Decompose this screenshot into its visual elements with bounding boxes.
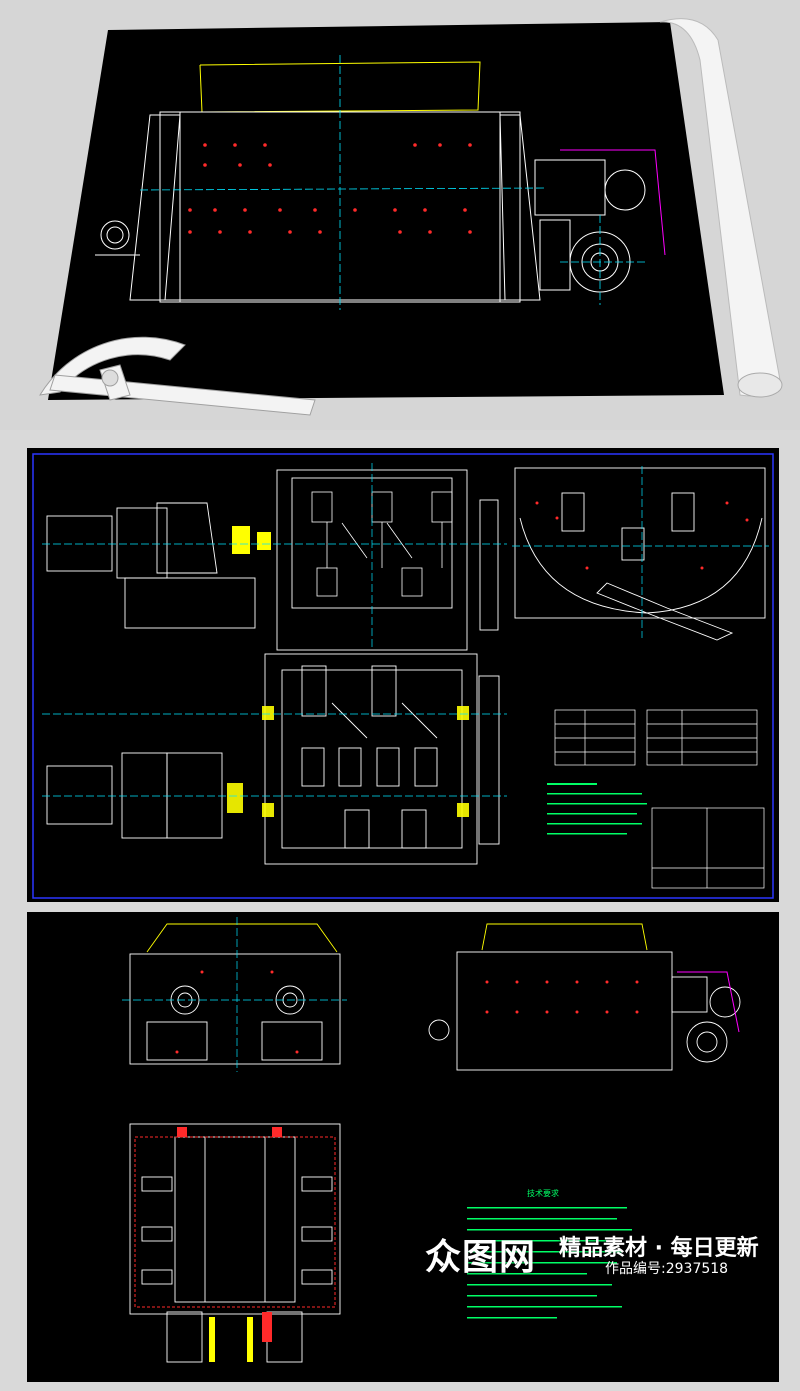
notes-heading: 技术要求 <box>527 1188 559 1198</box>
section-view <box>514 467 766 641</box>
agitator-arms <box>311 491 453 597</box>
technical-notes <box>467 1207 632 1319</box>
watermark-tagline: 精品素材 · 每日更新 <box>559 1236 759 1261</box>
centerlines-front <box>42 463 507 648</box>
centerlines <box>139 55 645 310</box>
watermark: 众图网 精品素材 · 每日更新 作品编号:2937518 <box>425 1228 759 1280</box>
protractor <box>39 336 316 416</box>
detail-drawing-panel: 技术要求 <box>27 912 779 1382</box>
detail-drawing-svg: 技术要求 <box>122 917 741 1363</box>
bolt-holes <box>188 143 472 234</box>
assembly-drawing-panel <box>27 448 779 902</box>
couplings <box>232 526 271 554</box>
watermark-work-number: 作品编号:2937518 <box>605 1261 729 1277</box>
technical-notes-lines <box>547 783 647 835</box>
plan-view <box>129 1123 341 1363</box>
parameter-tables <box>554 709 765 889</box>
front-view <box>46 469 499 651</box>
blueprint-roll-svg <box>39 18 783 416</box>
end-view <box>129 923 341 1065</box>
watermark-logo: 众图网 <box>425 1237 537 1278</box>
drawing-frame <box>32 453 774 899</box>
side-view <box>428 923 741 1071</box>
top-view <box>46 653 500 865</box>
assembly-drawing-svg <box>32 453 774 899</box>
blueprint-roll-preview <box>0 0 800 430</box>
blueprint-sheet <box>48 22 724 400</box>
